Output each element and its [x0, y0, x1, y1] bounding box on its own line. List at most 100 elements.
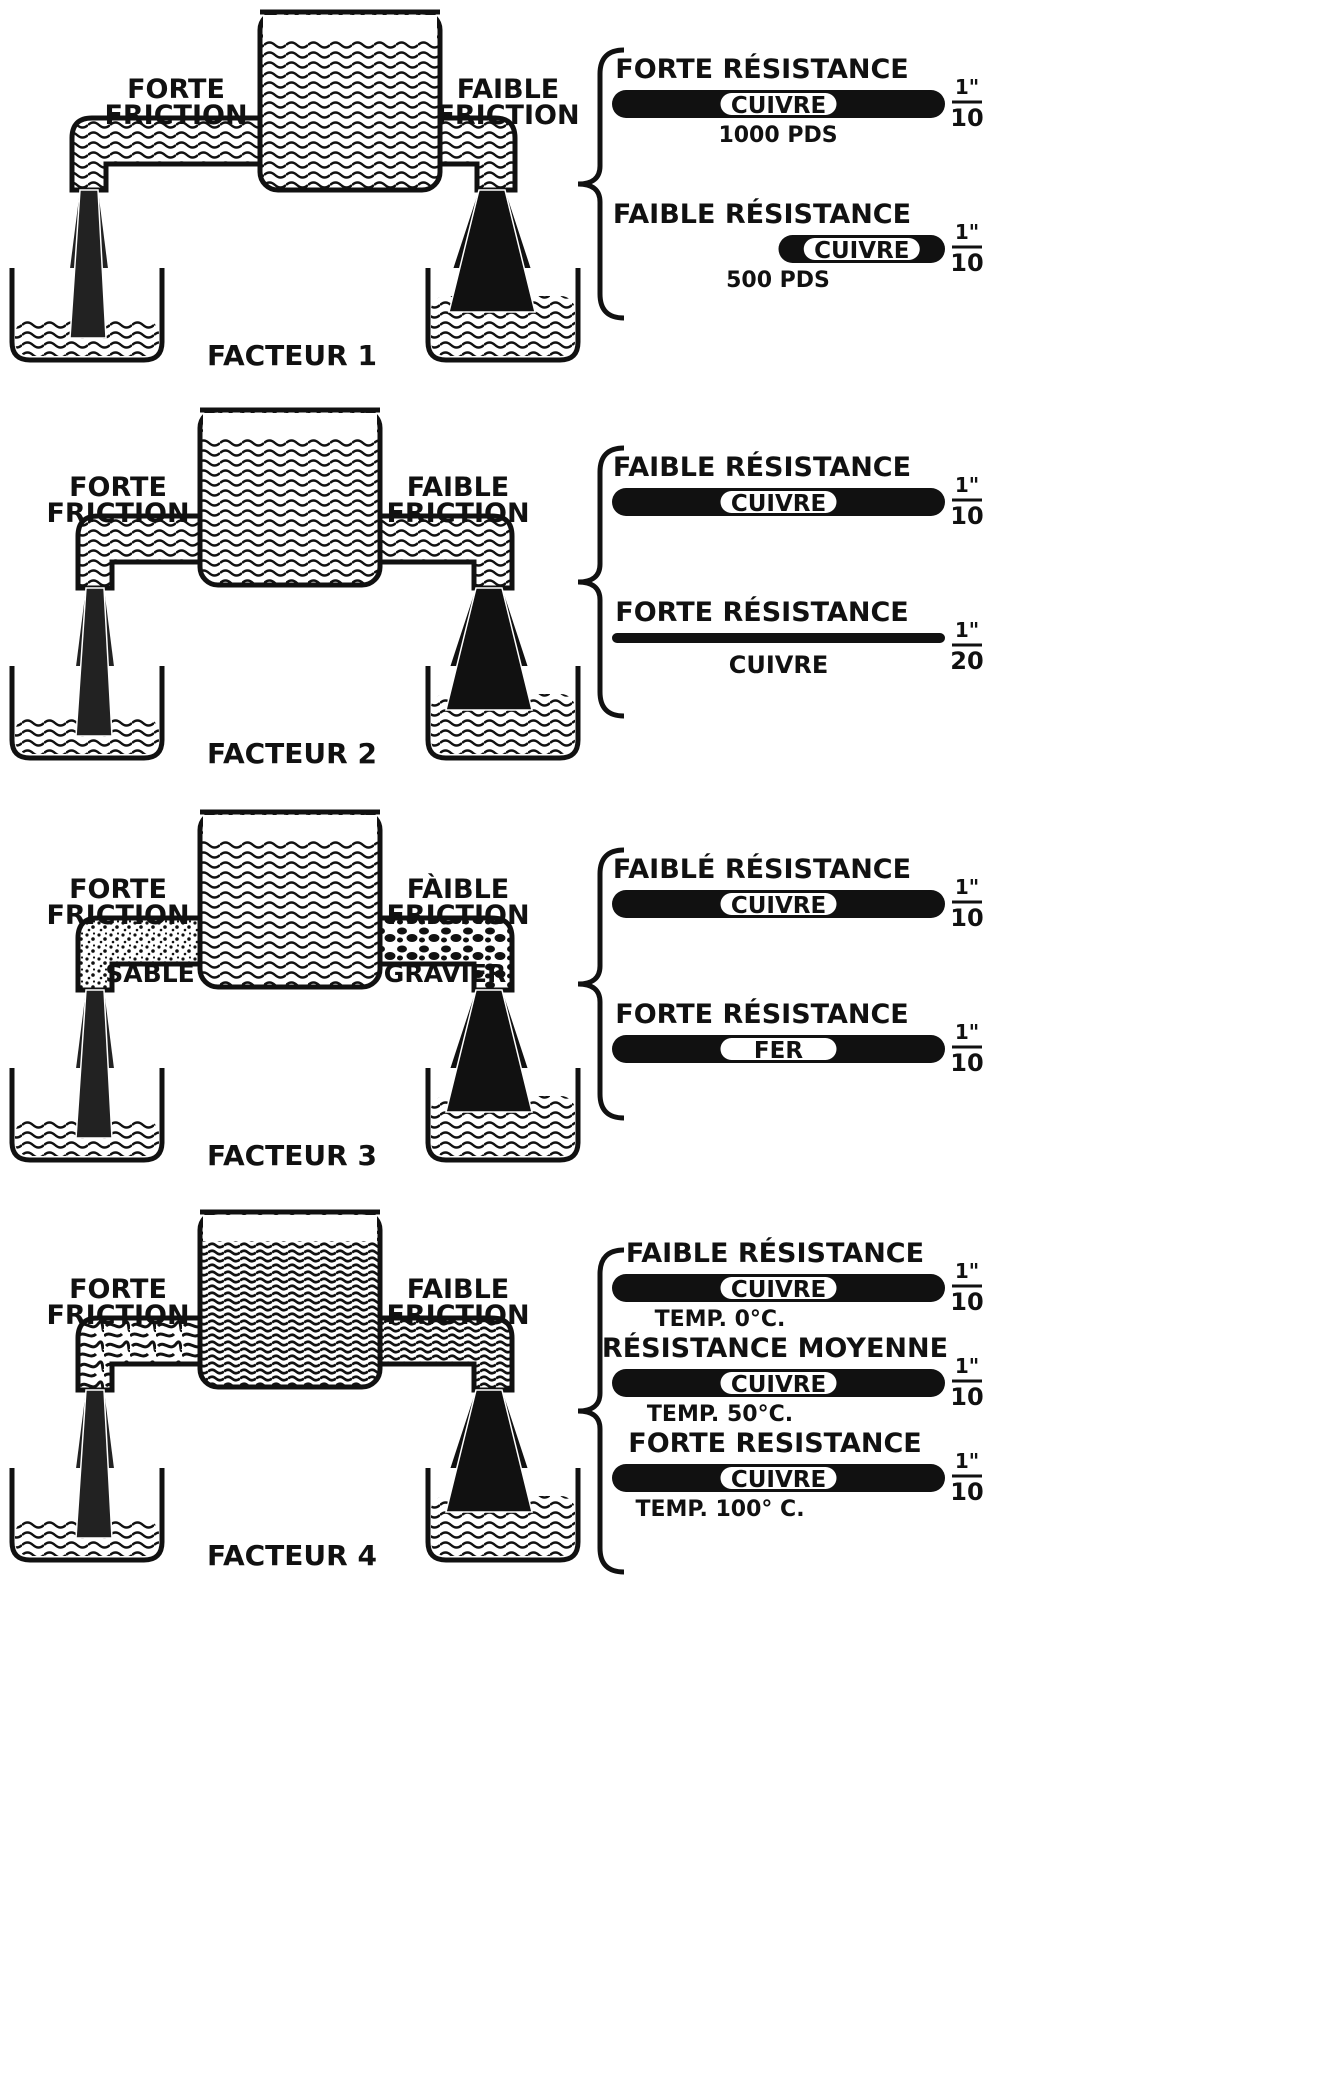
wire-material: CUIVRE: [731, 1372, 826, 1398]
wire-title: RÉSISTANCE MOYENNE: [602, 1332, 948, 1364]
wire-material: CUIVRE: [814, 238, 909, 264]
left-friction-label: FORTE: [127, 74, 225, 105]
brace: [577, 847, 625, 1121]
wire-title: FAIBLE RÉSISTANCE: [613, 198, 911, 230]
wire-title: FORTE RÉSISTANCE: [615, 53, 908, 85]
reservoir-air-gap: [203, 413, 377, 439]
right-pipe-material-label: GRAVIER: [384, 959, 506, 988]
right-stream-front: [448, 189, 536, 313]
wire-diameter-denominator: 10: [950, 1049, 983, 1077]
left-stream-front: [69, 189, 107, 339]
wire-material-tag: [803, 238, 920, 260]
wire-row-1: FORTE RÉSISTANCE CUIVRE 1" 10 1000 PDS: [612, 53, 984, 148]
left-pipe-material-label: SABLE: [105, 959, 194, 988]
left-friction-label-2: FRICTION: [46, 900, 189, 931]
wire-diameter-numerator: 1": [955, 473, 979, 497]
wire-note: 500 PDS: [726, 268, 830, 293]
right-friction-label: FAIBLE: [457, 74, 560, 105]
left-pipe: [75, 513, 203, 591]
brace: [577, 47, 625, 321]
wire-row-2: FORTE RÉSISTANCE FER 1" 10: [612, 998, 984, 1077]
wire-bar: [612, 633, 945, 643]
wire-title: FORTE RÉSISTANCE: [615, 998, 908, 1030]
left-friction-label: FORTE: [69, 874, 167, 905]
factor-caption: FACTEUR 1: [207, 339, 377, 372]
wire-diameter-numerator: 1": [955, 875, 979, 899]
right-friction-label-2: FRICTION: [386, 900, 529, 931]
factor-caption: FACTEUR 2: [207, 737, 377, 770]
wire-material-tag: [720, 491, 837, 513]
left-friction-label: FORTE: [69, 1274, 167, 1305]
factor-caption: FACTEUR 3: [207, 1139, 377, 1172]
wire-material-tag: [720, 1277, 837, 1299]
wire-title: FAIBLE RÉSISTANCE: [613, 451, 911, 483]
right-pipe: [377, 915, 515, 993]
wire-material: CUIVRE: [729, 651, 828, 679]
right-stream-front: [445, 989, 533, 1113]
right-friction-label-2: FRICTION: [386, 1300, 529, 1331]
left-stream-front: [75, 1389, 113, 1539]
wire-diameter-denominator: 20: [950, 647, 983, 675]
right-friction-label: FAIBLE: [407, 472, 510, 503]
right-friction-label: FAIBLE: [407, 1274, 510, 1305]
wire-material-tag: [720, 1372, 837, 1394]
left-friction-label-2: FRICTION: [46, 498, 189, 529]
wire-title: FAIBLÉ RÉSISTANCE: [613, 853, 911, 885]
right-friction-label: FÀIBLE: [407, 873, 510, 905]
wire-diameter-numerator: 1": [955, 1354, 979, 1378]
wire-diameter-numerator: 1": [955, 1020, 979, 1044]
wire-title: FORTE RÉSISTANCE: [615, 596, 908, 628]
wire-note: TEMP. 100° C.: [635, 1497, 804, 1522]
wire-material-tag: [720, 93, 837, 115]
reservoir-air-gap: [203, 1215, 377, 1241]
wire-diameter-denominator: 10: [950, 1478, 983, 1506]
wire-material-tag: [720, 1038, 837, 1060]
wire-diameter-denominator: 10: [950, 249, 983, 277]
right-pipe: [377, 513, 515, 591]
right-stream-front: [445, 587, 533, 711]
right-friction-label-2: FRICTION: [386, 498, 529, 529]
left-friction-label-2: FRICTION: [104, 100, 247, 131]
factor-caption: FACTEUR 4: [207, 1539, 377, 1572]
right-pipe: [377, 1315, 515, 1393]
wire-title: FAIBLE RÉSISTANCE: [626, 1237, 924, 1269]
left-stream-front: [75, 989, 113, 1139]
wire-material: CUIVRE: [731, 93, 826, 119]
right-pipe: [437, 115, 518, 193]
wire-row-1: FAIBLE RÉSISTANCE CUIVRE 1" 10: [612, 451, 984, 530]
reservoir-air-gap: [203, 815, 377, 841]
wire-title: FORTE RESISTANCE: [628, 1428, 921, 1459]
wire-diameter-denominator: 10: [950, 104, 983, 132]
wire-material: CUIVRE: [731, 893, 826, 919]
reservoir-air-gap: [263, 15, 437, 41]
wire-material: CUIVRE: [731, 1277, 826, 1303]
right-stream-front: [445, 1389, 533, 1513]
wire-diameter-numerator: 1": [955, 1449, 979, 1473]
wire-material: CUIVRE: [731, 491, 826, 517]
wire-row-2: FORTE RÉSISTANCE CUIVRE 1" 20: [612, 596, 984, 679]
wire-diameter-numerator: 1": [955, 1259, 979, 1283]
wire-material-tag: [720, 893, 837, 915]
left-friction-label: FORTE: [69, 472, 167, 503]
wire-diameter-numerator: 1": [955, 75, 979, 99]
wire-diameter-numerator: 1": [955, 618, 979, 642]
wire-note: TEMP. 0°C.: [655, 1307, 786, 1332]
wire-material: CUIVRE: [731, 1467, 826, 1493]
wire-diameter-denominator: 10: [950, 502, 983, 530]
wire-material: FER: [754, 1038, 803, 1064]
right-friction-label-2: FRICTION: [436, 100, 579, 131]
wire-note: TEMP. 50°C.: [647, 1402, 793, 1427]
left-pipe: [75, 1315, 203, 1393]
wire-note: 1000 PDS: [718, 123, 837, 148]
left-friction-label-2: FRICTION: [46, 1300, 189, 1331]
